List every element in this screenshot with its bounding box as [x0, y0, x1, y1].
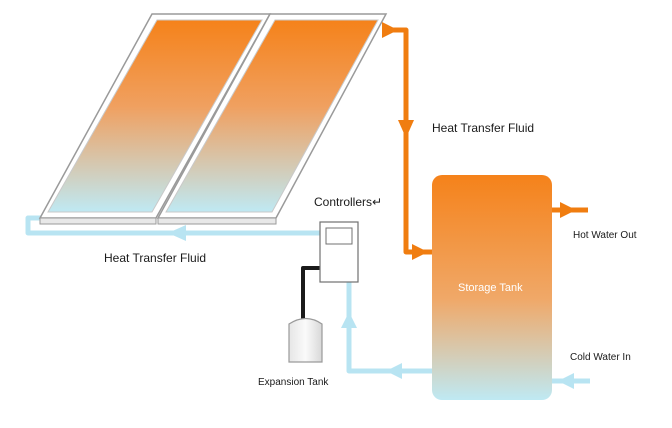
hot-water-out-pipe	[552, 202, 588, 218]
fluid-top-label: Heat Transfer Fluid	[432, 121, 535, 135]
solar-panel-right	[156, 13, 388, 225]
expansion-tank-label: Expansion Tank	[258, 377, 329, 388]
controller-display	[325, 227, 353, 245]
arrow-up-icon	[341, 312, 357, 328]
expansion-line	[301, 266, 326, 320]
hot-supply-pipe	[382, 22, 432, 260]
controllers-label: Controllers↵	[314, 195, 383, 209]
cold-return-pipe	[25, 215, 326, 241]
cold-water-in-pipe	[552, 373, 590, 389]
storage-tank-label: Storage Tank	[458, 282, 523, 294]
storage-tank	[432, 175, 552, 400]
arrow-left-icon	[168, 225, 186, 241]
arrow-down-icon	[398, 120, 414, 138]
tank-to-controller-pipe	[341, 282, 432, 379]
hot-water-out-label: Hot Water Out	[573, 230, 637, 241]
arrow-left-icon	[558, 373, 574, 389]
solar-panel-left	[38, 13, 272, 225]
arrow-right-icon	[412, 244, 428, 260]
arrow-right-icon	[382, 22, 398, 38]
expansion-tank	[288, 317, 323, 363]
arrow-right-icon	[560, 202, 576, 218]
arrow-left-icon	[386, 363, 402, 379]
controller-unit	[319, 221, 359, 283]
cold-water-in-label: Cold Water In	[570, 352, 631, 363]
fluid-bottom-label: Heat Transfer Fluid	[104, 251, 207, 265]
